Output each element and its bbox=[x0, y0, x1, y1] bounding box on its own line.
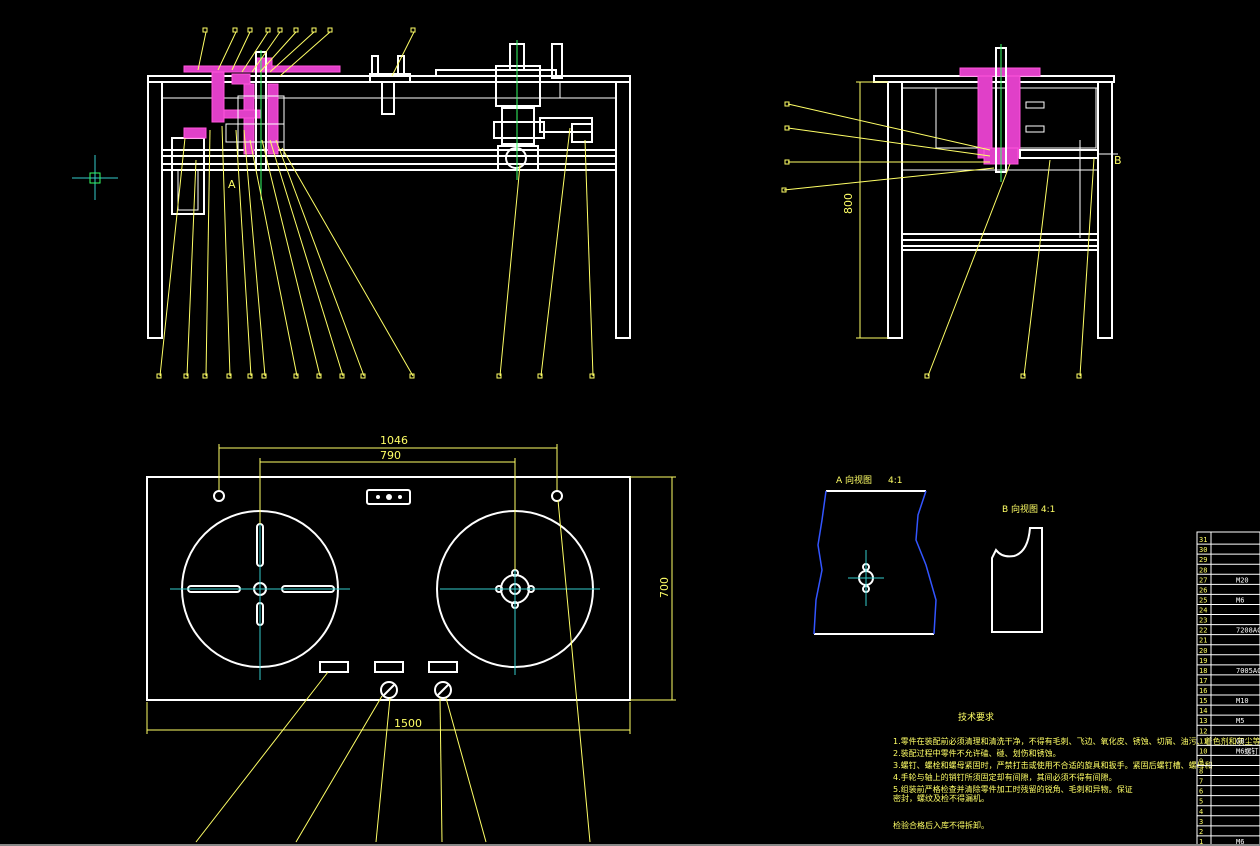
parts-list-item-number: 9 bbox=[1199, 757, 1203, 765]
parts-list-item-number: 27 bbox=[1199, 576, 1207, 584]
dim-plan-depth: 700 bbox=[658, 577, 671, 598]
parts-list-item-number: 12 bbox=[1199, 727, 1207, 735]
parts-list-item-number: 7 bbox=[1199, 778, 1203, 786]
detail-a-scale: 4:1 bbox=[888, 476, 902, 486]
front-view bbox=[147, 40, 631, 339]
plan-view-leaders bbox=[195, 499, 591, 843]
tech-note-line: 4.手轮与轴上的销钉所须固定却有间隙，其间必须不得有间隙。 bbox=[893, 772, 1117, 782]
side-view-leaders bbox=[781, 101, 1095, 379]
parts-list-item-number: 6 bbox=[1199, 788, 1203, 796]
parts-list-item-spec: M10 bbox=[1236, 697, 1249, 705]
crosshair-cursor-icon bbox=[72, 155, 118, 200]
front-view-balloons bbox=[156, 27, 595, 379]
parts-list-item-number: 31 bbox=[1199, 536, 1207, 544]
marker-a-label: A bbox=[228, 178, 236, 191]
parts-list-item-number: 8 bbox=[1199, 768, 1203, 776]
parts-list-item-number: 2 bbox=[1199, 828, 1203, 836]
parts-list-item-number: 10 bbox=[1199, 747, 1207, 755]
tech-note-line: 5.组装前严格检查并清除零件加工时残留的锐角、毛刺和异物。保证 bbox=[893, 784, 1133, 794]
marker-b-label: B bbox=[1114, 154, 1122, 167]
parts-list-item-number: 4 bbox=[1199, 808, 1203, 816]
plan-view bbox=[146, 476, 631, 701]
parts-list-item-spec: M6螺钉 bbox=[1236, 746, 1258, 755]
parts-list-item-number: 19 bbox=[1199, 657, 1207, 665]
parts-list-item-number: 18 bbox=[1199, 667, 1207, 675]
tech-notes-title: 技术要求 bbox=[958, 711, 994, 723]
parts-list-item-number: 29 bbox=[1199, 556, 1207, 564]
plan-view-dimensions bbox=[146, 444, 676, 734]
parts-list-item-number: 3 bbox=[1199, 818, 1203, 826]
parts-list-item-number: 14 bbox=[1199, 707, 1207, 715]
detail-a-title: A 向视图 bbox=[836, 474, 872, 486]
tech-note-line: 检验合格后入库不得拆卸。 bbox=[893, 820, 989, 830]
parts-list-item-number: 11 bbox=[1199, 737, 1207, 745]
detail-b-title: B 向视图 4:1 bbox=[1002, 503, 1055, 515]
tech-note-line: 3.螺钉、螺栓和螺母紧固时，严禁打击或使用不合适的旋具和扳手。紧固后螺钉槽、螺母… bbox=[893, 760, 1213, 770]
parts-list-item-number: 20 bbox=[1199, 647, 1207, 655]
parts-list-item-number: 24 bbox=[1199, 607, 1207, 615]
parts-list-item-spec: 7208AC bbox=[1236, 627, 1260, 635]
parts-list-item-spec: 7005AC bbox=[1236, 667, 1260, 675]
dim-plan-790: 790 bbox=[380, 449, 401, 462]
parts-list-item-number: 23 bbox=[1199, 617, 1207, 625]
parts-list-item-number: 28 bbox=[1199, 566, 1207, 574]
technical-requirements: 技术要求 1.零件在装配前必须清理和清洗干净，不得有毛刺、飞边、氧化皮、锈蚀、切… bbox=[893, 711, 1260, 830]
parts-list-item-spec: M20 bbox=[1236, 576, 1249, 584]
detail-view-a bbox=[813, 490, 937, 635]
parts-list-item-spec: M6 bbox=[1236, 838, 1244, 846]
dim-plan-1046: 1046 bbox=[380, 434, 408, 447]
parts-list-item-number: 30 bbox=[1199, 546, 1207, 554]
detail-view-b bbox=[991, 527, 1043, 633]
parts-list-item-number: 26 bbox=[1199, 586, 1207, 594]
side-view-dimension bbox=[856, 81, 888, 339]
parts-list-item-spec: GB bbox=[1236, 737, 1244, 745]
parts-list-item-number: 13 bbox=[1199, 717, 1207, 725]
parts-list-item-number: 22 bbox=[1199, 627, 1207, 635]
parts-list-item-spec: M6 bbox=[1236, 596, 1244, 604]
front-view-leaders bbox=[159, 31, 594, 377]
parts-list-item-number: 16 bbox=[1199, 687, 1207, 695]
side-view bbox=[873, 44, 1118, 339]
parts-list-item-number: 17 bbox=[1199, 677, 1207, 685]
parts-list-item-number: 5 bbox=[1199, 798, 1203, 806]
tech-note-line: 2.装配过程中零件不允许磕、碰、划伤和锈蚀。 bbox=[893, 748, 1061, 758]
parts-list-item-spec: M5 bbox=[1236, 717, 1244, 725]
tech-note-line: 1.零件在装配前必须清理和清洗干净，不得有毛刺、飞边、氧化皮、锈蚀、切屑、油污、… bbox=[893, 736, 1260, 746]
tech-note-line: 密封，螺纹及检不得漏机。 bbox=[893, 793, 989, 803]
dim-plan-width: 1500 bbox=[394, 717, 422, 730]
parts-list-item-number: 21 bbox=[1199, 637, 1207, 645]
parts-list-item-number: 15 bbox=[1199, 697, 1207, 705]
parts-list-item-number: 25 bbox=[1199, 596, 1207, 604]
parts-list-item-number: 1 bbox=[1199, 838, 1203, 846]
dim-side-height: 800 bbox=[842, 193, 855, 214]
